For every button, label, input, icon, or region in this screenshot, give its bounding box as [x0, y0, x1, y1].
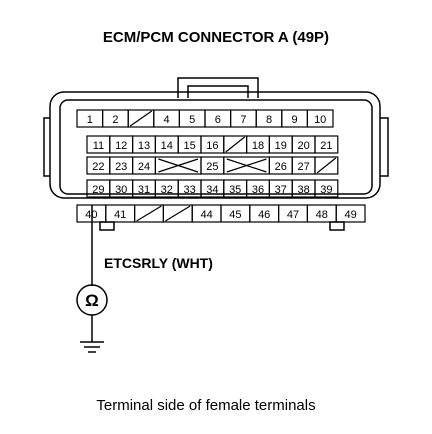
pin-48: 48 — [306, 204, 337, 223]
pin-label: 45 — [229, 209, 241, 221]
pin-39: 39 — [314, 179, 339, 198]
pin-label: 30 — [115, 184, 127, 196]
pin-label: 11 — [93, 140, 104, 152]
pin-49: 49 — [335, 204, 366, 223]
pin-21: 21 — [314, 135, 339, 154]
probe-circuit — [76, 205, 108, 353]
pin-blank — [162, 204, 193, 223]
pin-label: 36 — [252, 184, 264, 196]
pin-label: 23 — [115, 161, 127, 173]
pin-label: 7 — [240, 114, 246, 126]
pin-20: 20 — [291, 135, 316, 154]
pin-label: 33 — [183, 184, 195, 196]
pin-blank — [134, 204, 165, 223]
pin-label: 35 — [229, 184, 241, 196]
pin-23: 23 — [109, 156, 134, 175]
pin-8: 8 — [255, 109, 283, 128]
pin-label: 49 — [344, 209, 356, 221]
pin-label: 37 — [275, 184, 287, 196]
pin-41: 41 — [105, 204, 136, 223]
pin-label: 8 — [266, 114, 272, 126]
pin-label: 44 — [200, 209, 212, 221]
pin-label: 14 — [161, 140, 173, 152]
pin-label: 4 — [164, 114, 170, 126]
pin-label: 22 — [92, 161, 104, 173]
pin-16: 16 — [200, 135, 225, 154]
pin-9: 9 — [281, 109, 308, 128]
pin-blank — [223, 135, 248, 154]
pin-label: 39 — [320, 184, 332, 196]
pin-label: 2 — [112, 114, 118, 126]
pin-label: 18 — [252, 140, 264, 152]
pin-44: 44 — [191, 204, 222, 223]
pin-7: 7 — [230, 109, 257, 128]
pin-label: 48 — [316, 209, 328, 221]
pin-label: 31 — [138, 184, 150, 196]
pin-label: 20 — [297, 140, 309, 152]
pin-label: 24 — [138, 161, 150, 173]
pin-label: 15 — [183, 140, 195, 152]
pin-10: 10 — [306, 109, 334, 128]
pin-14: 14 — [154, 135, 179, 154]
pin-blank — [154, 156, 202, 175]
pin-11: 11 — [86, 135, 111, 154]
pin-25: 25 — [200, 156, 225, 175]
pin-13: 13 — [132, 135, 157, 154]
pin-label: 16 — [206, 140, 218, 152]
pin-label: 34 — [206, 184, 218, 196]
pin-6: 6 — [204, 109, 232, 128]
pin-18: 18 — [246, 135, 271, 154]
pin-45: 45 — [220, 204, 251, 223]
pin-label: 26 — [275, 161, 287, 173]
pin-label: 32 — [161, 184, 173, 196]
pin-1: 1 — [76, 109, 104, 128]
wire-label: ETCSRLY (WHT) — [104, 255, 213, 271]
diagram-title: ECM/PCM CONNECTOR A (49P) — [103, 29, 329, 46]
pin-blank — [314, 156, 339, 175]
pin-label: 6 — [215, 114, 221, 126]
pin-blank — [127, 109, 155, 128]
pin-label: 29 — [92, 184, 104, 196]
pin-4: 4 — [153, 109, 181, 128]
pin-blank — [223, 156, 271, 175]
pin-label: 12 — [115, 140, 127, 152]
pin-22: 22 — [86, 156, 111, 175]
pin-2: 2 — [101, 109, 129, 128]
pin-27: 27 — [291, 156, 316, 175]
pin-15: 15 — [177, 135, 202, 154]
pin-12: 12 — [109, 135, 134, 154]
pin-label: 47 — [287, 209, 299, 221]
pin-46: 46 — [249, 204, 280, 223]
pin-47: 47 — [278, 204, 309, 223]
pin-label: 38 — [297, 184, 309, 196]
caption: Terminal side of female terminals — [96, 397, 315, 414]
pin-label: 21 — [320, 140, 332, 152]
pin-label: 13 — [138, 140, 150, 152]
ohmmeter-icon: Ω — [85, 291, 99, 310]
pin-5: 5 — [178, 109, 206, 128]
connector-housing — [43, 77, 389, 231]
pin-26: 26 — [268, 156, 293, 175]
pin-19: 19 — [268, 135, 293, 154]
pin-label: 10 — [314, 114, 326, 126]
pin-label: 1 — [87, 114, 93, 126]
pin-label: 19 — [275, 140, 287, 152]
pin-label: 25 — [206, 161, 218, 173]
pin-label: 5 — [189, 114, 195, 126]
pin-label: 41 — [114, 209, 126, 221]
pin-label: 27 — [297, 161, 309, 173]
pin-label: 46 — [258, 209, 270, 221]
pin-label: 9 — [292, 114, 298, 126]
pin-24: 24 — [132, 156, 157, 175]
